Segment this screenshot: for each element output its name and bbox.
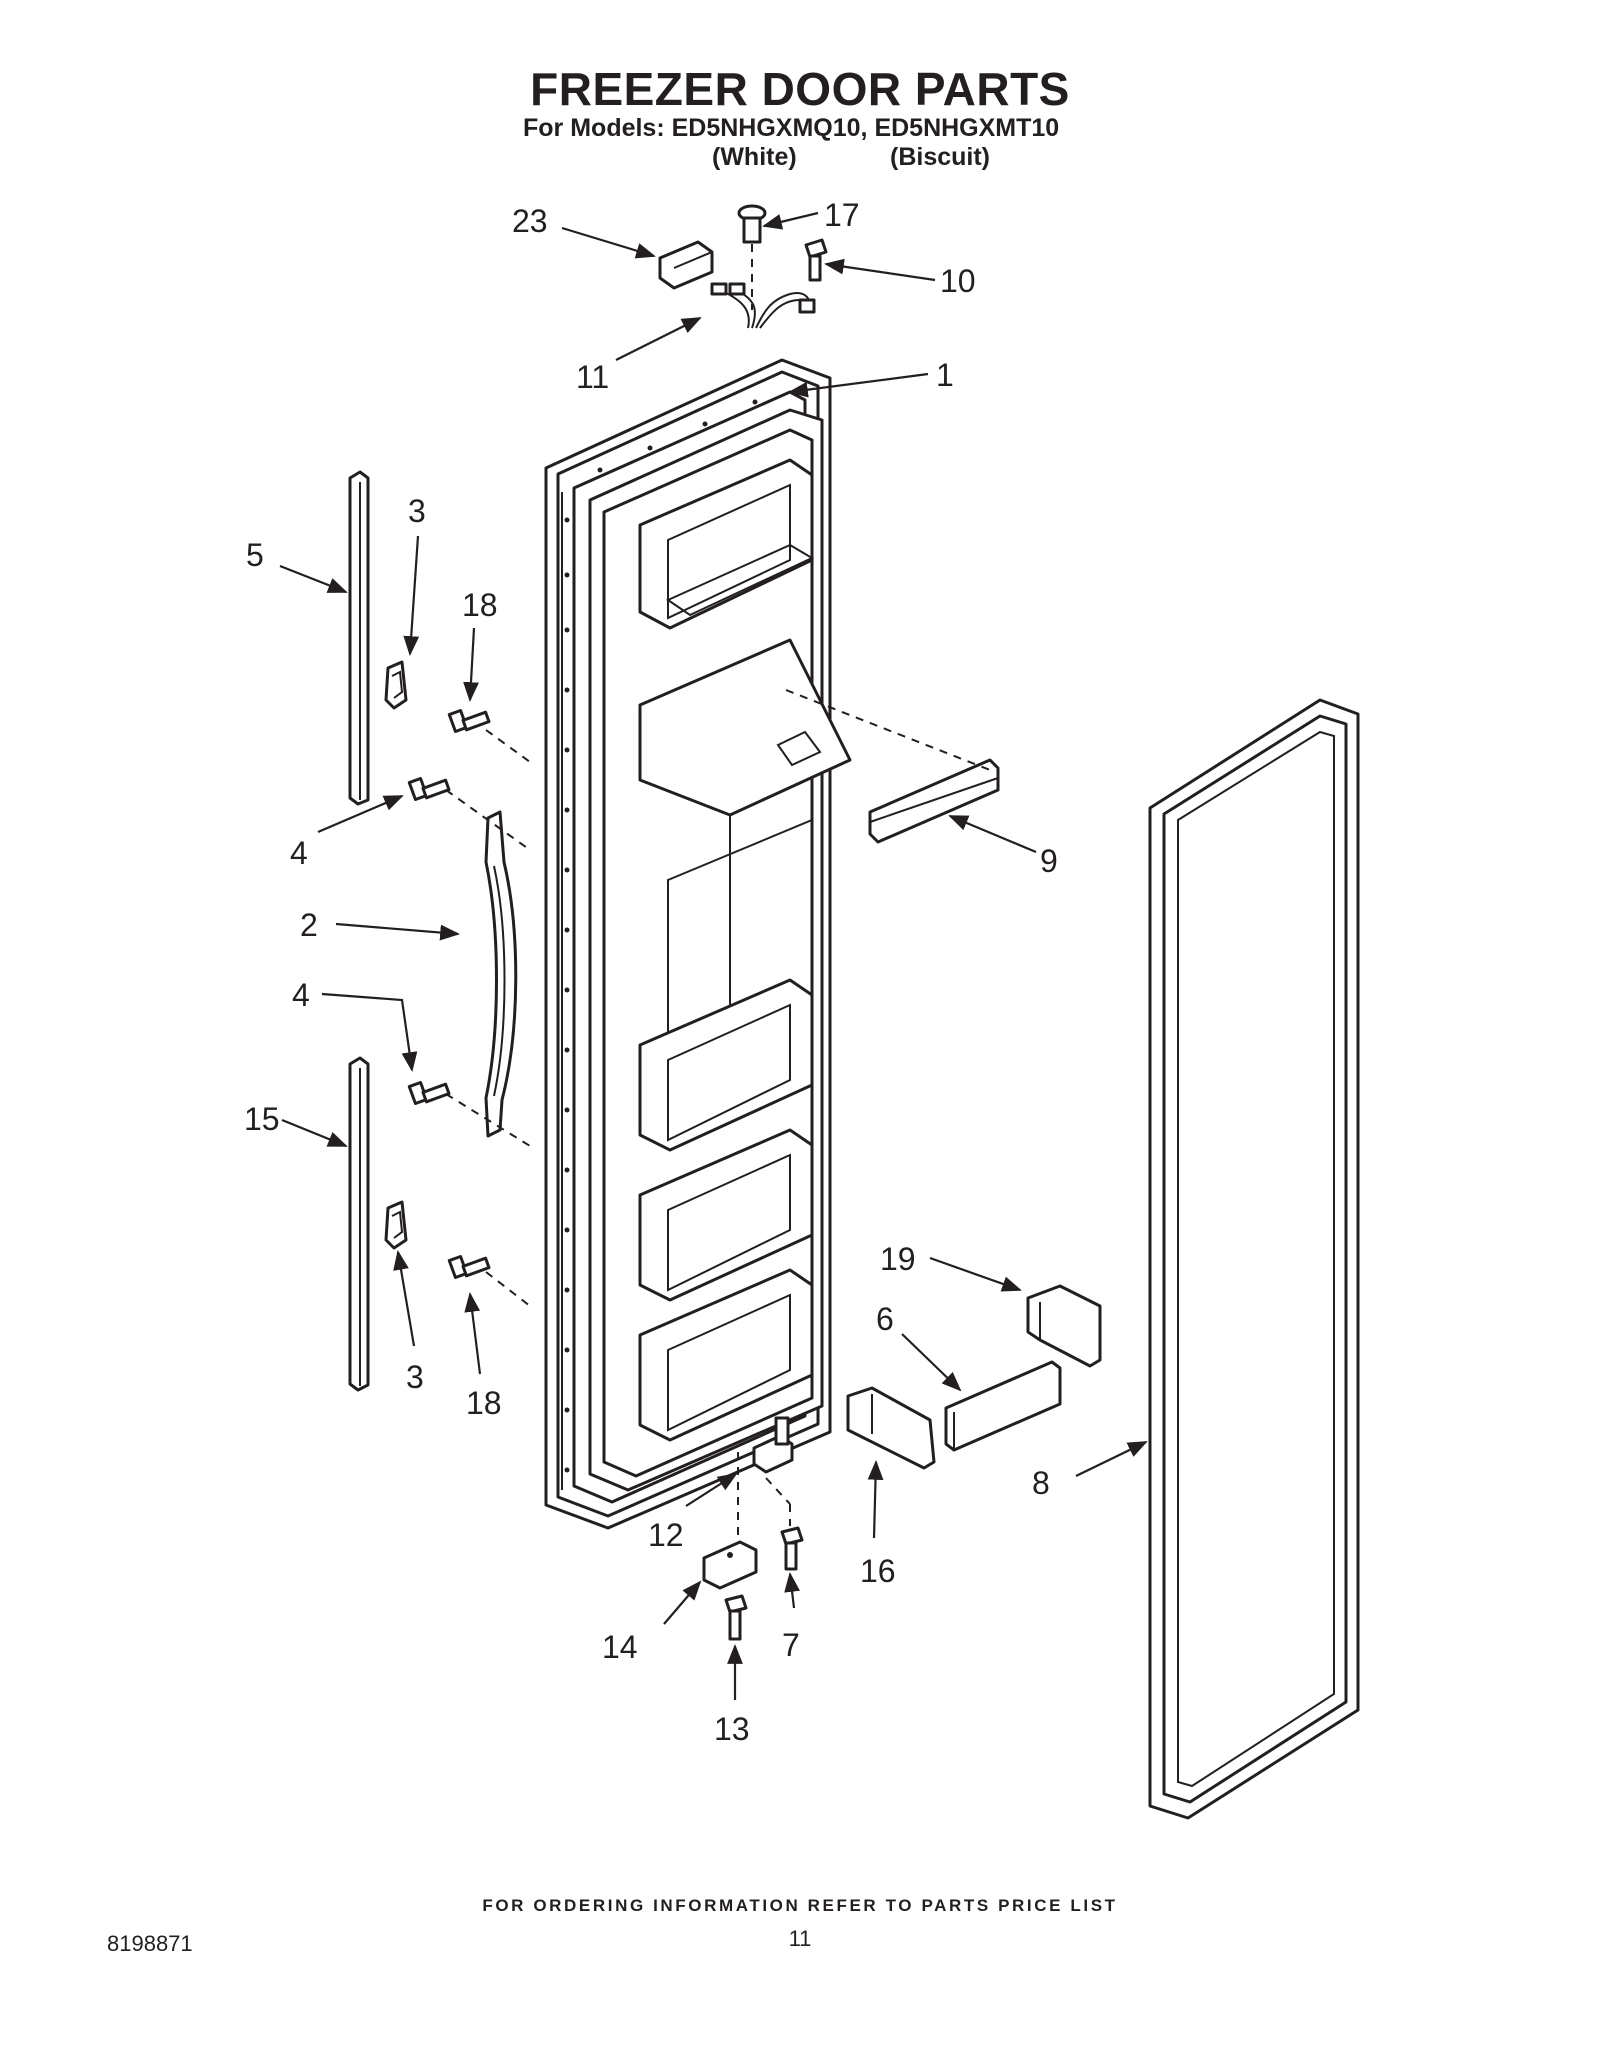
callout-11: 11: [576, 359, 609, 395]
clip-part-upper: [384, 660, 408, 710]
callout-18-lower: 18: [466, 1385, 502, 1421]
model-line: For Models: ED5NHGXMQ10, ED5NHGXMT10: [523, 114, 1060, 142]
hinge-cover-part: [1026, 1284, 1102, 1368]
door-handle-part: [484, 810, 518, 1138]
trim-strip-lower: [348, 1056, 370, 1392]
callout-7: 7: [782, 1627, 800, 1663]
callout-10: 10: [940, 263, 976, 299]
cover-part-6: [944, 1360, 1062, 1452]
callout-19: 19: [880, 1241, 916, 1277]
screw-part-7: [780, 1526, 804, 1571]
callout-8: 8: [1032, 1465, 1050, 1501]
callout-14: 14: [602, 1629, 638, 1665]
door-screw-holes: [564, 399, 758, 1473]
callout-4-lower: 4: [292, 977, 310, 1013]
callout-17: 17: [824, 197, 860, 233]
callout-4-upper: 4: [290, 835, 308, 871]
callout-23: 23: [512, 203, 548, 239]
screw-part-10: [804, 238, 828, 282]
plug-part: [737, 204, 767, 244]
door-assembly: [544, 358, 852, 1530]
callout-3-lower: 3: [406, 1359, 424, 1395]
callout-3-upper: 3: [408, 493, 426, 529]
shelf-bracket-part: [868, 758, 1000, 844]
callout-16: 16: [860, 1553, 896, 1589]
callout-12: 12: [648, 1517, 684, 1553]
wire-connector-part: [658, 240, 714, 290]
ordering-note: FOR ORDERING INFORMATION REFER TO PARTS …: [482, 1896, 1118, 1915]
callout-18-upper: 18: [462, 587, 498, 623]
trim-strip-upper: [348, 470, 370, 806]
screw-part-18-upper: [447, 708, 491, 734]
hinge-pin-part: [752, 1416, 794, 1474]
callout-2: 2: [300, 907, 318, 943]
document-number: 8198871: [107, 1931, 193, 1956]
callout-13: 13: [714, 1711, 750, 1747]
page-title: FREEZER DOOR PARTS: [530, 63, 1070, 115]
callout-1: 1: [936, 357, 954, 393]
callout-15: 15: [244, 1101, 280, 1137]
screw-part-18-lower: [447, 1254, 491, 1280]
wire-harness-part: [710, 282, 816, 329]
variant-white: (White): [712, 143, 797, 171]
clip-part-lower: [384, 1200, 408, 1250]
screw-part-4-lower: [407, 1080, 451, 1106]
door-gasket-part: [1148, 698, 1360, 1820]
screw-part-13: [724, 1594, 748, 1641]
variant-biscuit: (Biscuit): [890, 143, 990, 171]
callout-9: 9: [1040, 843, 1058, 879]
page-number: 11: [788, 1926, 812, 1951]
cover-part-16: [846, 1386, 936, 1470]
screw-part-4-upper: [407, 776, 451, 802]
callout-5: 5: [246, 537, 264, 573]
hinge-bracket-part: [702, 1540, 758, 1590]
callout-6: 6: [876, 1301, 894, 1337]
